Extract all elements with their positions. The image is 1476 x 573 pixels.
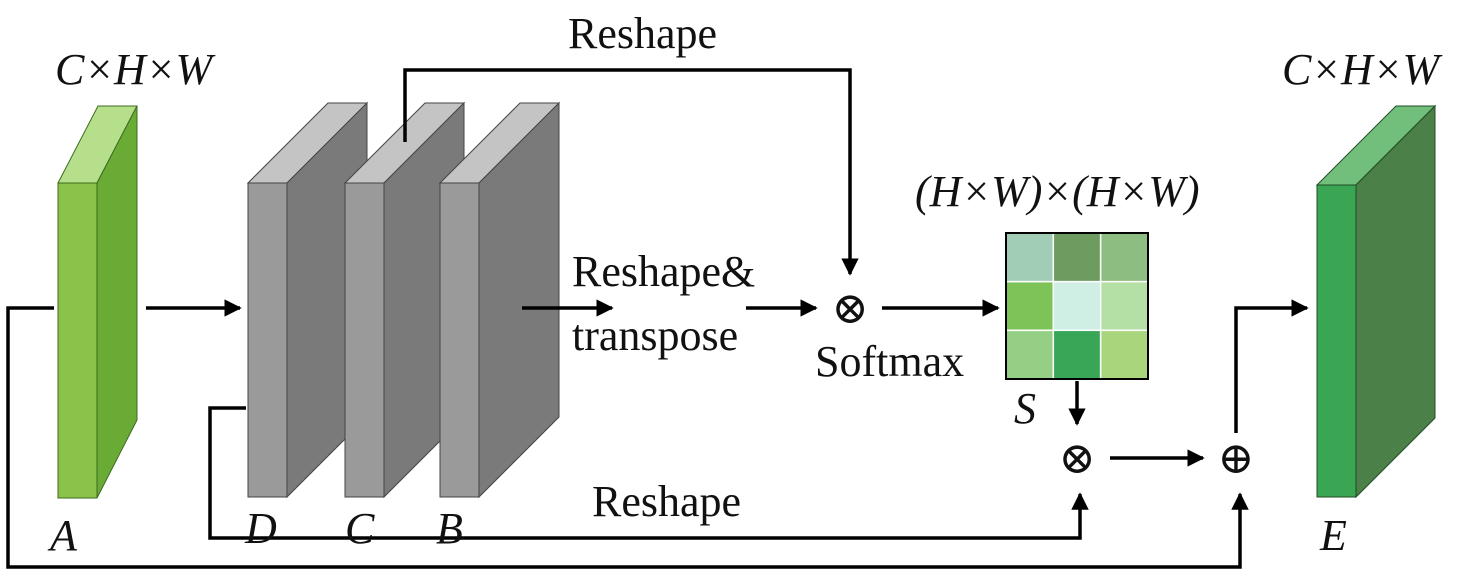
attention-cell	[1005, 232, 1055, 283]
tensor-s-label: S	[1014, 384, 1036, 433]
tensor-c-front-face	[344, 182, 385, 498]
tensor-d-front-face	[247, 182, 288, 498]
attention-dimension-label: (H×W)×(H×W)	[915, 167, 1200, 216]
tensor-c-label: C	[345, 504, 375, 553]
tensor-a	[57, 105, 138, 499]
attention-cell	[1099, 280, 1149, 332]
multiply-operator-bottom: ⊗	[1059, 434, 1096, 483]
tensor-a-front-face	[57, 182, 98, 499]
attention-cell	[1099, 329, 1149, 380]
output-dimension-label: C×H×W	[1282, 45, 1443, 94]
arrow-d-reshape-to-multiply	[208, 406, 1089, 540]
reshape-top-label: Reshape	[568, 9, 717, 58]
attention-cell	[1052, 329, 1102, 380]
attention-map-border	[1005, 232, 1149, 380]
input-dimension-label: C×H×W	[55, 45, 216, 94]
tensor-e-front-face	[1316, 184, 1357, 498]
reshape-transpose-label-line2: transpose	[572, 311, 738, 360]
arrow-a-residual-to-add	[6, 306, 1249, 569]
attention-cell	[1005, 329, 1055, 380]
reshape-bottom-label: Reshape	[592, 477, 741, 526]
tensor-e-label: E	[1319, 511, 1347, 560]
attention-cell	[1052, 280, 1102, 332]
multiply-operator-top: ⊗	[832, 284, 869, 333]
tensor-a-label: A	[47, 511, 78, 560]
arrow-c-reshape-to-multiply	[403, 68, 859, 276]
tensor-d-label: D	[244, 504, 277, 553]
attention-map-s	[1005, 232, 1149, 380]
tensor-b-front-face	[439, 182, 480, 498]
add-operator: ⊕	[1218, 434, 1255, 483]
attention-cell	[1005, 280, 1055, 332]
tensor-e	[1315, 104, 1437, 499]
softmax-label: Softmax	[815, 337, 964, 386]
arrow-add-to-e	[1234, 299, 1309, 433]
tensor-b	[438, 101, 561, 499]
tensor-b-label: B	[436, 504, 463, 553]
attention-cell	[1099, 232, 1149, 283]
reshape-transpose-label-line1: Reshape&	[572, 247, 755, 296]
attention-cell	[1052, 232, 1102, 283]
